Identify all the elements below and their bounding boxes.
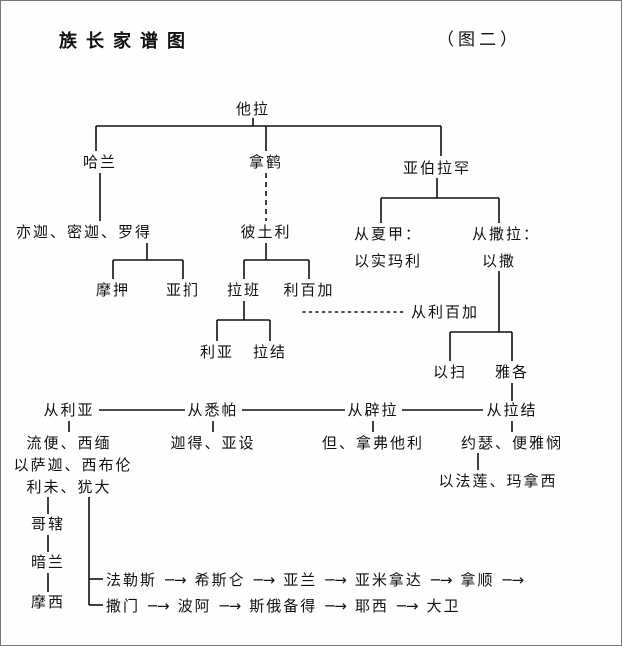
node-rachel: 拉结: [250, 343, 290, 361]
person-amminadab: 亚米拿达: [354, 571, 423, 589]
node-from-rebekah-label: 从利百加: [409, 303, 482, 321]
node-kohath: 哥辖: [28, 515, 68, 533]
node-leah-sons-row1: 流便、西缅: [24, 434, 114, 452]
person-ram: 亚兰: [283, 571, 318, 589]
node-rachel-sons: 约瑟、便雅悯: [458, 434, 566, 452]
person-david: 大卫: [426, 597, 461, 615]
arrow-right-icon: ─→: [430, 571, 453, 589]
node-moab: 摩押: [93, 281, 133, 299]
node-abraham: 亚伯拉罕: [400, 159, 474, 177]
arrow-right-icon: ─→: [396, 597, 419, 615]
arrow-right-icon: ─→: [325, 597, 347, 615]
person-jesse: 耶西: [354, 597, 389, 615]
node-leah: 利亚: [197, 343, 237, 361]
node-leah-sons-row2: 以萨迦、西布伦: [11, 456, 135, 474]
node-laban: 拉班: [224, 281, 264, 299]
node-amram: 暗兰: [28, 553, 68, 571]
node-from-rachel: 从拉结: [484, 401, 540, 419]
person-boaz: 波阿: [177, 597, 212, 615]
person-nahshon: 拿顺: [460, 571, 495, 589]
arrow-right-icon: ─→: [165, 571, 187, 589]
arrow-right-icon: ─→: [502, 571, 525, 589]
arrow-right-icon: ─→: [148, 597, 170, 615]
node-esau: 以扫: [430, 363, 470, 381]
node-ishmael: 以实玛利: [352, 252, 425, 270]
page-title: 族长家谱图: [59, 31, 194, 52]
person-perez: 法勒斯: [106, 571, 158, 589]
node-zilpah-sons: 迦得、亚设: [168, 434, 258, 452]
node-haran: 哈兰: [80, 153, 120, 171]
node-moses: 摩西: [28, 593, 68, 611]
judah-descent-row-1: 法勒斯 ─→ 希斯仑 ─→ 亚兰 ─→ 亚米拿达 ─→ 拿顺 ─→: [106, 571, 524, 589]
node-terah: 他拉: [233, 100, 273, 118]
node-from-hagar-label: 从夏甲：: [352, 225, 425, 243]
arrow-right-icon: ─→: [219, 597, 242, 615]
node-jacob: 雅各: [492, 363, 532, 381]
person-hezron: 希斯仑: [194, 571, 246, 589]
node-nahor: 拿鹤: [246, 153, 286, 171]
node-bethuel: 彼土利: [238, 223, 294, 241]
figure-number-label: （图二）: [437, 30, 521, 50]
node-from-sarah-label: 从撒拉：: [470, 225, 543, 243]
node-ammon: 亚扪: [163, 281, 203, 299]
node-haran-children: 亦迦、密迦、罗得: [13, 223, 155, 241]
node-joseph-sons: 以法莲、玛拿西: [436, 472, 560, 490]
node-bilhah-sons: 但、拿弗他利: [319, 434, 427, 452]
arrow-right-icon: ─→: [325, 571, 347, 589]
node-from-leah: 从利亚: [41, 401, 97, 419]
person-obed: 斯俄备得: [249, 597, 318, 615]
node-rebekah: 利百加: [281, 281, 337, 299]
node-from-zilpah: 从悉帕: [185, 401, 241, 419]
node-leah-sons-row3: 利未、犹大: [24, 478, 114, 496]
node-isaac: 以撒: [480, 252, 519, 270]
person-salmon: 撒门: [106, 597, 141, 615]
judah-descent-row-2: 撒门 ─→ 波阿 ─→ 斯俄备得 ─→ 耶西 ─→ 大卫: [106, 597, 461, 615]
node-from-bilhah: 从辟拉: [345, 401, 401, 419]
arrow-right-icon: ─→: [253, 571, 276, 589]
